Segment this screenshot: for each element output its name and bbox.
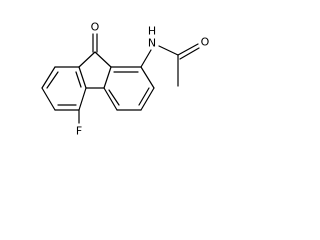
bond-l3 <box>41 87 56 111</box>
bond-l5 <box>78 87 87 111</box>
bond-r5 <box>140 66 155 89</box>
amide-nitrogen-label: N <box>148 37 156 50</box>
bond-n-carbonyl <box>158 45 179 56</box>
five-membered-ring <box>78 51 112 89</box>
bond-l6-inner <box>75 71 82 88</box>
fluorine-group: F <box>76 109 82 138</box>
left-benzene-ring <box>41 66 87 111</box>
bond-c9-c9a <box>78 51 96 68</box>
bond-l6 <box>78 66 87 89</box>
bond-ring-n <box>140 49 152 68</box>
ketone-oxygen-label: O <box>91 21 100 34</box>
bond-r4-inner <box>138 87 150 106</box>
bond-l2 <box>41 66 56 89</box>
bond-c9-c8a <box>94 51 112 68</box>
molecule-diagram: O F H N O <box>41 21 210 138</box>
acetamide-group: H N O <box>140 25 210 87</box>
bond-carbonyl-o-2 <box>179 47 200 60</box>
amide-nitrogen-h-label: H <box>148 25 156 38</box>
bond-l2-inner <box>46 71 59 89</box>
right-benzene-ring <box>103 66 155 111</box>
bond-r2-inner <box>108 89 120 106</box>
amide-oxygen-label: O <box>201 36 210 49</box>
fluorine-label: F <box>76 125 82 138</box>
bond-r2 <box>103 87 118 111</box>
bond-r1 <box>103 66 112 89</box>
bond-r4 <box>140 87 155 111</box>
bond-carbonyl-o-1 <box>177 43 199 56</box>
ketone-group: O <box>91 21 100 53</box>
